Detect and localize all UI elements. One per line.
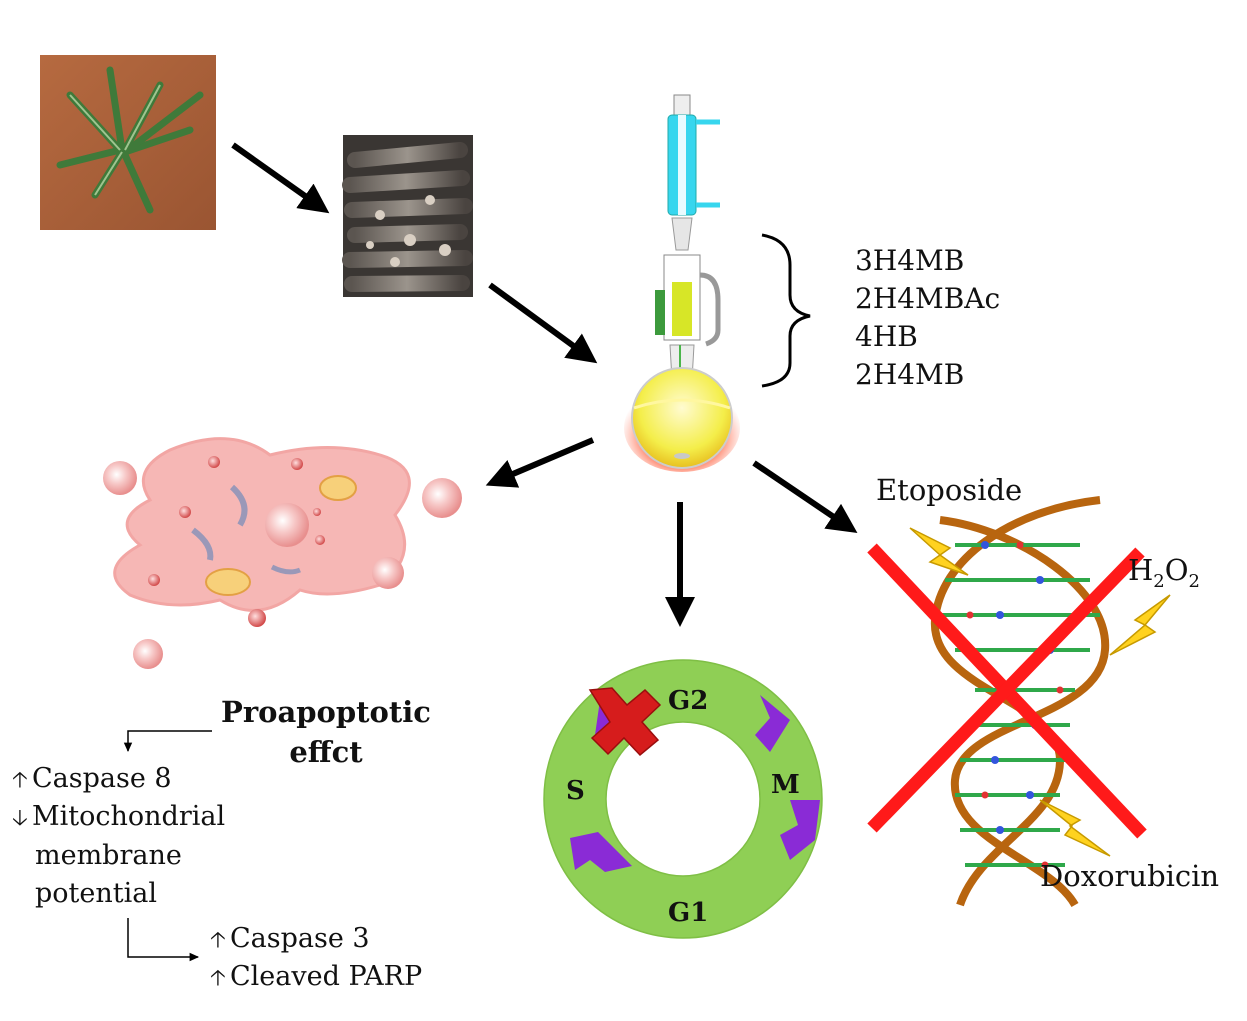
compound-3h4mb: 3H4MB	[855, 244, 965, 277]
apoptotic-cell-illustration	[103, 437, 462, 669]
up-arrow-icon: 🡡	[12, 768, 28, 793]
dna-damage-cross	[867, 543, 1147, 839]
flow-arrows	[231, 142, 858, 627]
plant-photo	[40, 55, 216, 230]
effect-item-caspase3: 🡡Caspase 3	[210, 923, 370, 954]
up-arrow-icon: 🡡	[210, 928, 226, 953]
damage-bolts	[909, 527, 1171, 857]
phase-g1: G1	[668, 898, 709, 928]
effect-item-mitochondrial: 🡣Mitochondrial	[12, 801, 226, 832]
phase-m: M	[771, 770, 800, 800]
up-arrow-icon: 🡡	[210, 966, 226, 991]
effect-item-cleaved-parp: 🡡Cleaved PARP	[210, 961, 423, 992]
phase-s: S	[566, 776, 585, 806]
effect-connectors	[123, 730, 212, 962]
effect-item-potential: potential	[35, 878, 157, 909]
effect-item-membrane: membrane	[35, 840, 182, 871]
label-doxorubicin: Doxorubicin	[1040, 859, 1220, 893]
cell-cycle-block-cross	[588, 687, 662, 757]
phase-g2: G2	[668, 686, 709, 716]
cell-cycle-ring	[543, 659, 823, 939]
label-etoposide: Etoposide	[876, 473, 1023, 507]
down-arrow-icon: 🡣	[12, 806, 28, 831]
compound-2h4mb: 2H4MB	[855, 358, 965, 391]
roots-photo	[342, 135, 473, 297]
effect-item-caspase8: 🡡Caspase 8	[12, 763, 172, 794]
effect-title-line1: Proapoptotic	[221, 695, 431, 729]
label-h2o2: H2O2	[1128, 553, 1200, 592]
compound-2h4mbac: 2H4MBAc	[855, 282, 1001, 315]
compound-brace	[761, 233, 811, 388]
effect-title-line2: effct	[289, 735, 363, 769]
soxhlet-apparatus	[624, 94, 740, 472]
compound-4hb: 4HB	[855, 320, 918, 353]
